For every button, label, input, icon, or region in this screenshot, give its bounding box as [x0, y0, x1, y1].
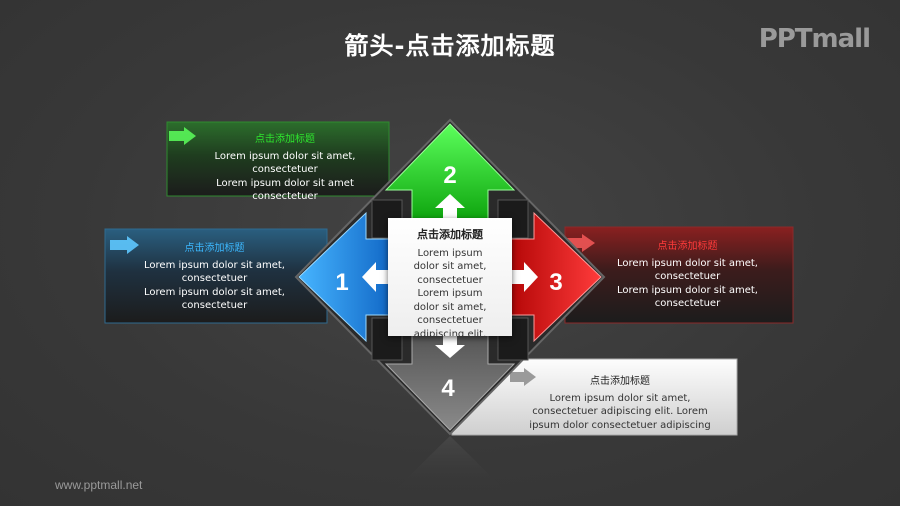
blue-textbox[interactable]: 点击添加标题 Lorem ipsum dolor sit amet, conse…	[112, 242, 317, 313]
gray-line: consectetuer adipiscing elit. Lorem	[532, 406, 708, 417]
reflection	[395, 436, 505, 490]
red-line: Lorem ipsum dolor sit amet,	[617, 284, 758, 296]
center-card[interactable]: 点击添加标题 Lorem ipsum dolor sit amet, conse…	[388, 218, 512, 336]
green-line: Lorem ipsum dolor sit amet	[216, 177, 354, 189]
red-line: Lorem ipsum dolor sit amet,	[617, 257, 758, 269]
gray-line: ipsum dolor consectetuer adipiscing	[529, 419, 711, 431]
blue-line: Lorem ipsum dolor sit amet,	[144, 286, 285, 298]
center-line: consectetuer	[417, 315, 483, 326]
center-line: Lorem ipsum	[417, 247, 483, 259]
gray-panel	[451, 358, 738, 436]
center-line: adipiscing elit.	[413, 328, 487, 337]
inner-arrow-left-icon	[362, 262, 392, 292]
gray-textbox[interactable]: 点击添加标题 Lorem ipsum dolor sit amet, conse…	[520, 375, 720, 432]
inner-arrow-down-icon	[435, 336, 465, 358]
slide-title[interactable]: 箭头-点击添加标题	[344, 32, 556, 60]
gray-line: Lorem ipsum dolor sit amet,	[549, 392, 691, 404]
red-line: consectetuer	[654, 298, 721, 309]
center-heading: 点击添加标题	[417, 228, 483, 241]
arrow-1-number: 1	[335, 269, 348, 296]
center-line: consectetuer	[417, 274, 483, 286]
blue-small-arrow-icon	[110, 236, 139, 254]
arrow-4-number: 4	[441, 375, 455, 402]
red-line: consectetuer	[654, 271, 721, 282]
blue-line: consectetuer	[181, 300, 248, 311]
gray-small-arrow-icon	[510, 368, 536, 386]
green-line: consectetuer	[252, 164, 318, 175]
gray-heading: 点击添加标题	[590, 376, 650, 387]
arrow-3-number: 3	[549, 269, 562, 296]
green-line: Lorem ipsum dolor sit amet,	[214, 150, 356, 162]
inner-arrow-up-icon	[435, 194, 465, 222]
green-small-arrow-icon	[169, 127, 196, 145]
blue-line: consectetuer	[181, 273, 248, 284]
inner-arrow-right-icon	[508, 262, 538, 292]
blue-heading: 点击添加标题	[184, 243, 245, 254]
red-heading: 点击添加标题	[657, 241, 718, 252]
brand-logo: PPTmall	[758, 24, 871, 54]
green-line: consectetuer	[252, 191, 318, 202]
blue-line: Lorem ipsum dolor sit amet,	[144, 259, 285, 271]
green-heading: 点击添加标题	[255, 134, 315, 145]
red-textbox[interactable]: 点击添加标题 Lorem ipsum dolor sit amet, conse…	[585, 240, 790, 311]
arrow-2-number: 2	[443, 162, 456, 189]
center-line: dolor sit amet,	[413, 301, 487, 313]
green-textbox[interactable]: 点击添加标题 Lorem ipsum dolor sit amet, conse…	[185, 133, 385, 204]
center-line: dolor sit amet,	[413, 261, 487, 272]
footer-url: www.pptmall.net	[55, 478, 143, 492]
center-line: Lorem ipsum	[417, 288, 483, 299]
green-panel	[166, 121, 390, 197]
